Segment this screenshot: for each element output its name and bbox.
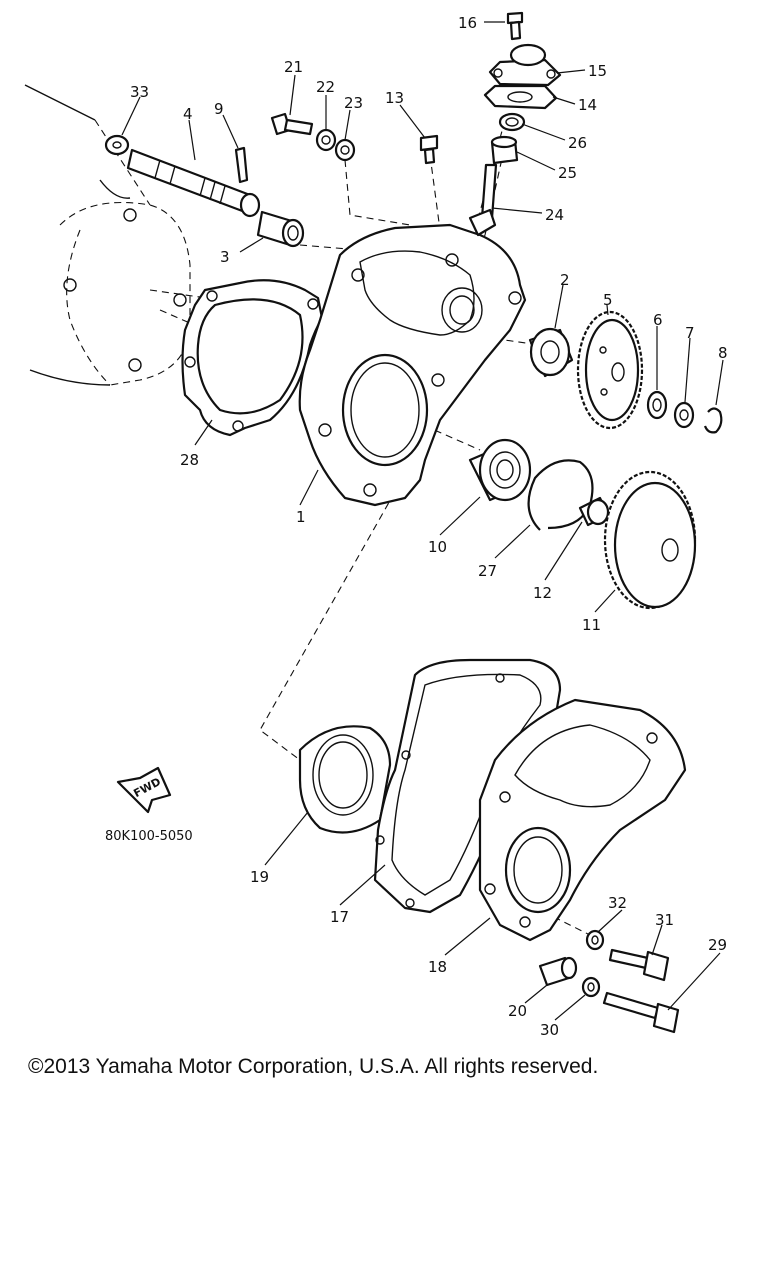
seal-26 (498, 112, 526, 132)
gasket-14 (483, 84, 558, 110)
callout-17: 17 (330, 908, 349, 926)
callout-12: 12 (533, 584, 552, 602)
callout-26: 26 (568, 134, 587, 152)
callout-24: 24 (545, 206, 564, 224)
callout-16: 16 (458, 14, 477, 32)
washer-32 (585, 929, 605, 951)
washer-23 (334, 138, 356, 162)
washer-30 (581, 976, 601, 998)
callout-33: 33 (130, 83, 149, 101)
exploded-parts-diagram: FWD 33 (24, 11, 728, 1039)
circlip-27 (527, 459, 594, 531)
callout-2: 2 (560, 271, 570, 289)
callout-8: 8 (718, 344, 728, 362)
circlip-8 (703, 407, 723, 434)
callout-31: 31 (655, 911, 674, 929)
bushing-25 (490, 135, 519, 165)
callout-23: 23 (344, 94, 363, 112)
bolt-16 (506, 11, 524, 41)
shaft-4 (126, 148, 261, 218)
part-code: 80K100-5050 (105, 829, 193, 844)
dowel-pin-20 (538, 956, 578, 987)
oil-seal-19 (298, 725, 392, 834)
callout-10: 10 (428, 538, 447, 556)
callout-11: 11 (582, 616, 601, 634)
callout-7: 7 (685, 324, 695, 342)
bearing-2 (528, 327, 574, 378)
callout-5: 5 (603, 291, 613, 309)
callout-3: 3 (220, 248, 230, 266)
callout-15: 15 (588, 62, 607, 80)
bolt-13 (419, 134, 439, 165)
bearing-10 (468, 438, 532, 502)
callout-29: 29 (708, 936, 727, 954)
callout-28: 28 (180, 451, 199, 469)
callout-labels: 33 4 9 3 21 22 23 13 16 15 14 26 25 24 2… (105, 14, 728, 1039)
callout-18: 18 (428, 958, 447, 976)
callout-6: 6 (653, 311, 663, 329)
copyright-notice: ©2013 Yamaha Motor Corporation, U.S.A. A… (28, 1055, 599, 1078)
cover-18 (478, 698, 687, 942)
housing-cover-1 (298, 223, 527, 507)
bolt-29 (602, 991, 680, 1034)
collar-6 (646, 390, 668, 420)
callout-20: 20 (508, 1002, 527, 1020)
gear-5 (576, 310, 644, 430)
callout-4: 4 (183, 105, 193, 123)
gear-11 (603, 470, 697, 610)
plate-15 (488, 43, 562, 87)
bolt-21 (270, 112, 314, 136)
nut-22 (315, 128, 337, 152)
pin-9 (234, 146, 249, 184)
callout-25: 25 (558, 164, 577, 182)
engine-case-outline (24, 84, 191, 386)
callout-32: 32 (608, 894, 627, 912)
callout-21: 21 (284, 58, 303, 76)
bushing-3 (256, 210, 305, 248)
gasket-28 (181, 279, 324, 437)
bolt-31 (608, 948, 670, 982)
fwd-arrow-icon: FWD (116, 766, 172, 814)
callout-1: 1 (296, 508, 306, 526)
leader-lines (121, 21, 724, 1021)
callout-14: 14 (578, 96, 597, 114)
washer-7 (673, 401, 695, 429)
washer-33 (104, 134, 130, 156)
callout-9: 9 (214, 100, 224, 118)
callout-27: 27 (478, 562, 497, 580)
callout-13: 13 (385, 89, 404, 107)
callout-22: 22 (316, 78, 335, 96)
callout-19: 19 (250, 868, 269, 886)
gear-shaft-24 (468, 163, 498, 237)
callout-30: 30 (540, 1021, 559, 1039)
